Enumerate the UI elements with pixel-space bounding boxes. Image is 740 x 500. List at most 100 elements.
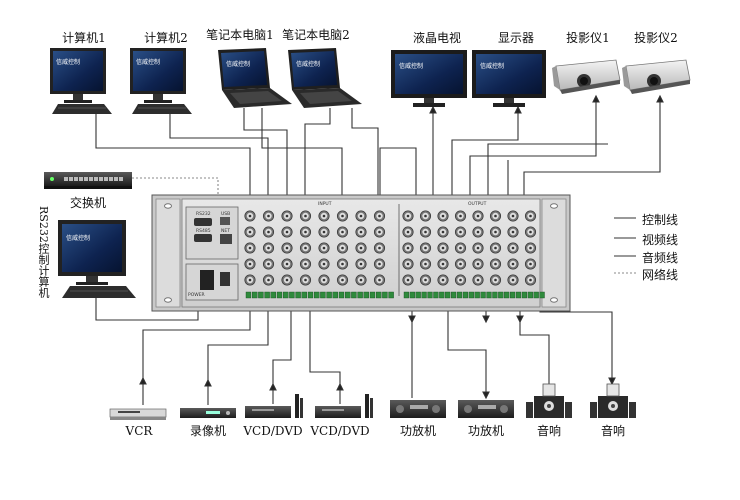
bnc-connector bbox=[244, 274, 256, 286]
terminal-block bbox=[462, 291, 469, 299]
bnc-connector bbox=[336, 210, 349, 222]
bnc-connector bbox=[402, 226, 414, 238]
bnc-connector bbox=[489, 210, 502, 222]
computer2-label: 计算机2 bbox=[144, 31, 188, 45]
terminal-block bbox=[351, 291, 357, 299]
switch-port bbox=[74, 177, 78, 181]
terminal-block bbox=[456, 291, 463, 299]
power-label: POWER bbox=[188, 292, 205, 298]
terminal-block bbox=[326, 291, 332, 299]
bnc-connector bbox=[318, 242, 330, 254]
bnc-connector bbox=[524, 274, 537, 286]
legend-video-label: 视频线 bbox=[642, 233, 679, 247]
bnc-connector bbox=[454, 226, 467, 238]
terminal-block bbox=[376, 291, 382, 299]
terminal-block bbox=[515, 291, 522, 299]
bnc-connector bbox=[262, 226, 275, 238]
terminal-block bbox=[251, 291, 258, 299]
terminal-block bbox=[382, 291, 388, 299]
legend-audio-label: 音频线 bbox=[642, 251, 679, 265]
bnc-connector bbox=[299, 242, 312, 254]
computer2-device bbox=[130, 48, 192, 114]
bnc-connector bbox=[336, 258, 349, 270]
bnc-connector-grid bbox=[244, 210, 537, 286]
screen-brand-text: 信威控制 bbox=[136, 58, 160, 66]
bnc-connector bbox=[472, 242, 484, 254]
bnc-connector bbox=[336, 242, 349, 254]
terminal-block bbox=[492, 291, 498, 299]
connection-line bbox=[272, 298, 292, 404]
terminal-block bbox=[307, 291, 314, 299]
laptop2-device bbox=[288, 48, 362, 108]
bnc-connector bbox=[244, 242, 256, 254]
network-switch-device bbox=[44, 172, 132, 189]
bnc-connector bbox=[318, 210, 330, 222]
amplifier1-device bbox=[390, 400, 446, 418]
matrix-output-label: OUTPUT bbox=[468, 201, 487, 207]
bnc-connector bbox=[437, 210, 449, 222]
matrix-switcher-device bbox=[151, 194, 571, 312]
vcr-device bbox=[109, 408, 167, 420]
screen-brand-text: 信威控制 bbox=[226, 60, 250, 68]
switch-port bbox=[69, 177, 73, 181]
terminal-block bbox=[320, 291, 326, 299]
amplifier1-label: 功放机 bbox=[399, 424, 437, 438]
bnc-connector bbox=[437, 242, 449, 254]
terminal-block bbox=[539, 291, 545, 299]
connection-line bbox=[95, 114, 251, 205]
arrowhead bbox=[516, 315, 524, 324]
bnc-connector bbox=[355, 258, 367, 270]
switch-port bbox=[99, 177, 103, 181]
switch-label: 交换机 bbox=[70, 196, 107, 210]
bnc-connector bbox=[507, 242, 519, 254]
bnc-connector bbox=[402, 242, 414, 254]
bnc-connector bbox=[244, 210, 256, 222]
bnc-connector bbox=[507, 274, 519, 286]
terminal-block bbox=[504, 291, 510, 299]
bnc-connector bbox=[262, 210, 275, 222]
bnc-connector bbox=[318, 226, 330, 238]
bnc-connector bbox=[299, 226, 312, 238]
terminal-block bbox=[388, 291, 394, 299]
lcd-tv-label: 液晶电视 bbox=[412, 31, 462, 45]
rs232-pc-label: RS232控制计算机 bbox=[37, 206, 50, 298]
projector1-label: 投影仪1 bbox=[566, 31, 610, 45]
bnc-connector bbox=[402, 210, 414, 222]
vcd-dvd1-label: VCD/DVD bbox=[243, 424, 303, 438]
arrowhead bbox=[408, 315, 416, 324]
arrowhead bbox=[514, 105, 522, 114]
connection-line bbox=[132, 177, 219, 240]
connection-line bbox=[261, 108, 343, 205]
bnc-connector bbox=[454, 258, 467, 270]
bnc-connector bbox=[419, 274, 432, 286]
screen-brand-text: 信威控制 bbox=[480, 62, 504, 70]
bnc-connector bbox=[373, 258, 386, 270]
terminal-block bbox=[533, 291, 539, 299]
terminal-block bbox=[486, 291, 492, 299]
arrowhead bbox=[592, 94, 600, 103]
rs232-port-label: RS232 bbox=[196, 211, 211, 217]
screen-brand-text: 信威控制 bbox=[56, 58, 80, 66]
bnc-connector bbox=[454, 210, 467, 222]
recorder-device bbox=[180, 408, 236, 418]
projector2-label: 投影仪2 bbox=[634, 31, 678, 45]
bnc-connector bbox=[281, 242, 293, 254]
arrowhead bbox=[482, 391, 490, 400]
switch-port bbox=[114, 177, 118, 181]
vcd-dvd1-device bbox=[245, 394, 303, 418]
recorder-label: 录像机 bbox=[189, 424, 227, 438]
arrowhead bbox=[139, 376, 147, 385]
bnc-connector bbox=[373, 242, 386, 254]
bnc-connector bbox=[299, 258, 312, 270]
monitor-device bbox=[472, 50, 546, 107]
connection-line bbox=[451, 107, 519, 205]
terminal-block bbox=[276, 291, 283, 299]
usb-port-label: USB bbox=[221, 211, 230, 217]
screen-brand-text: 信威控制 bbox=[296, 60, 320, 68]
terminal-block bbox=[245, 291, 252, 299]
terminal-block bbox=[264, 291, 270, 299]
screen-brand-text: 信威控制 bbox=[66, 234, 90, 242]
terminal-block bbox=[301, 291, 307, 299]
connection-line bbox=[142, 298, 251, 405]
bnc-connector bbox=[489, 258, 502, 270]
